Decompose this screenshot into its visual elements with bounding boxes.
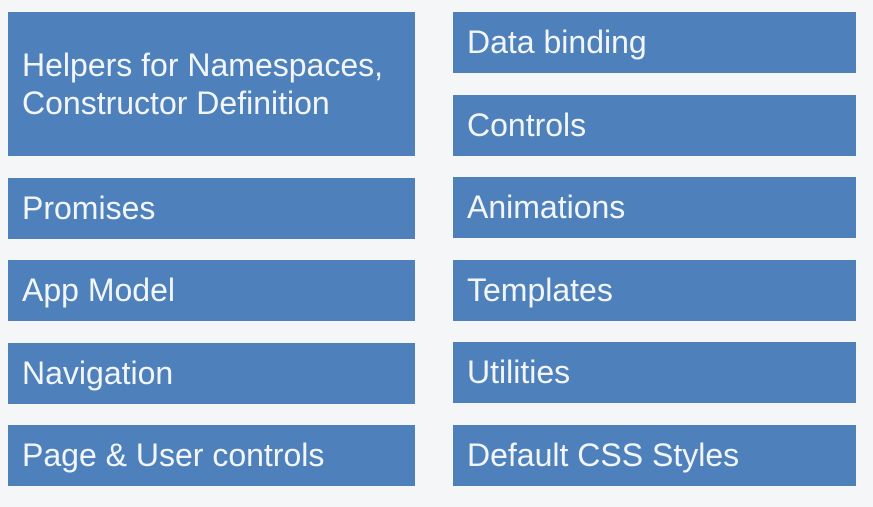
tile-promises: Promises — [8, 177, 415, 239]
tile-helpers-namespaces-constructor: Helpers for Namespaces, Constructor Defi… — [8, 12, 415, 156]
tile-data-binding: Data binding — [453, 12, 856, 73]
feature-column-right: Data binding Controls Animations Templat… — [453, 12, 856, 486]
tile-utilities: Utilities — [453, 342, 856, 403]
tile-app-model: App Model — [8, 260, 415, 321]
tile-controls: Controls — [453, 94, 856, 156]
tile-page-user-controls: Page & User controls — [8, 425, 415, 486]
tile-templates: Templates — [453, 259, 856, 321]
tile-navigation: Navigation — [8, 342, 415, 404]
tile-animations: Animations — [453, 177, 856, 238]
tile-default-css-styles: Default CSS Styles — [453, 424, 856, 486]
feature-column-left: Helpers for Namespaces, Constructor Defi… — [8, 12, 415, 486]
